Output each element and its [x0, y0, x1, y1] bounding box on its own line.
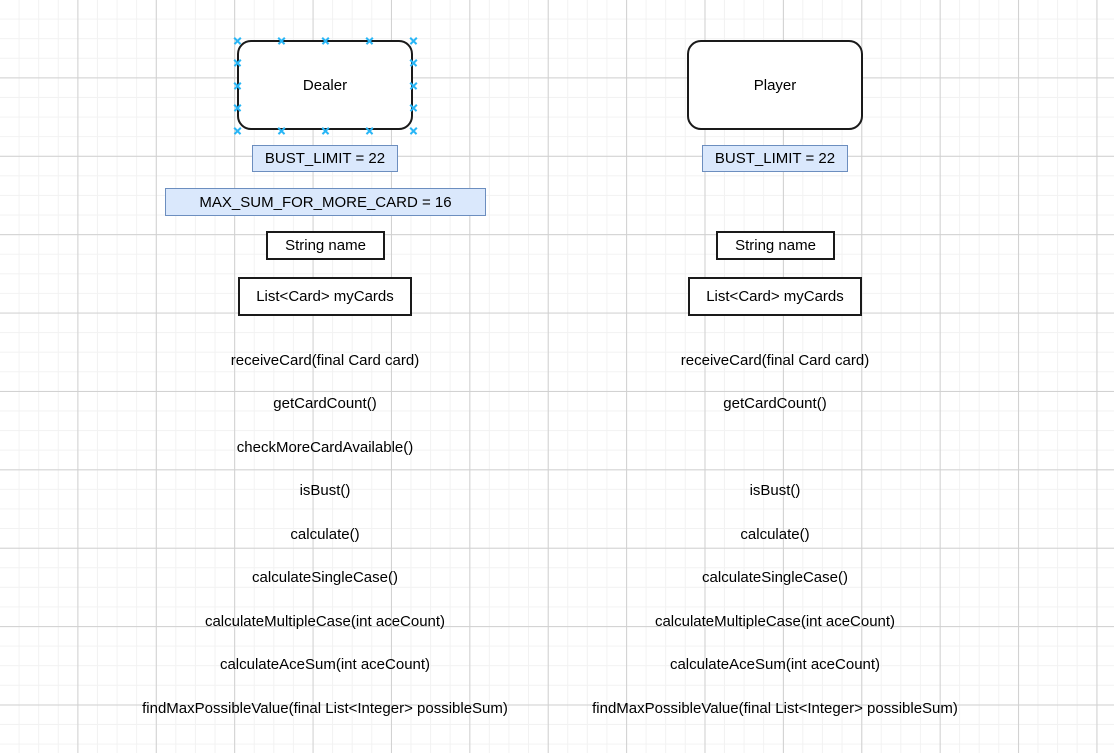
constant-box-dealer-0[interactable]: BUST_LIMIT = 22	[252, 145, 398, 172]
selection-handle[interactable]	[365, 36, 374, 45]
class-name-label: Player	[753, 76, 797, 94]
selection-handle[interactable]	[233, 58, 242, 67]
method-label-player-4[interactable]: calculateSingleCase()	[702, 569, 848, 586]
selection-handle[interactable]	[365, 126, 374, 135]
method-label-dealer-8[interactable]: findMaxPossibleValue(final List<Integer>…	[142, 700, 508, 717]
method-label-player-5[interactable]: calculateMultipleCase(int aceCount)	[654, 613, 896, 630]
method-label-player-0[interactable]: receiveCard(final Card card)	[680, 352, 870, 369]
selection-handle[interactable]	[233, 36, 242, 45]
selection-handle[interactable]	[277, 36, 286, 45]
method-label-player-1[interactable]: getCardCount()	[723, 395, 827, 412]
method-label-dealer-0[interactable]: receiveCard(final Card card)	[230, 352, 420, 369]
field-label: List<Card> myCards	[706, 288, 844, 305]
method-label-player-2[interactable]: isBust()	[749, 482, 801, 499]
field-label: List<Card> myCards	[256, 288, 394, 305]
class-name-label: Dealer	[302, 76, 348, 94]
field-box-dealer-0[interactable]: String name	[266, 231, 385, 260]
method-label-player-6[interactable]: calculateAceSum(int aceCount)	[669, 656, 881, 673]
selection-handle[interactable]	[409, 103, 418, 112]
selection-handle[interactable]	[233, 103, 242, 112]
selection-handle[interactable]	[321, 126, 330, 135]
constant-box-dealer-1[interactable]: MAX_SUM_FOR_MORE_CARD = 16	[165, 188, 486, 216]
method-label-player-7[interactable]: findMaxPossibleValue(final List<Integer>…	[592, 700, 958, 717]
selection-handle[interactable]	[409, 36, 418, 45]
field-label: String name	[285, 237, 366, 254]
method-label-dealer-1[interactable]: getCardCount()	[273, 395, 377, 412]
constant-box-player-0[interactable]: BUST_LIMIT = 22	[702, 145, 848, 172]
selection-handle[interactable]	[409, 58, 418, 67]
field-box-player-0[interactable]: String name	[716, 231, 835, 260]
method-label-dealer-7[interactable]: calculateAceSum(int aceCount)	[219, 656, 431, 673]
selection-handle[interactable]	[409, 81, 418, 90]
field-box-player-1[interactable]: List<Card> myCards	[688, 277, 862, 316]
selection-handle[interactable]	[409, 126, 418, 135]
constant-label: BUST_LIMIT = 22	[264, 150, 386, 167]
method-label-dealer-2[interactable]: checkMoreCardAvailable()	[236, 439, 414, 456]
selection-handle[interactable]	[321, 36, 330, 45]
method-label-dealer-4[interactable]: calculate()	[290, 526, 360, 543]
method-label-dealer-5[interactable]: calculateSingleCase()	[252, 569, 398, 586]
field-label: String name	[735, 237, 816, 254]
field-box-dealer-1[interactable]: List<Card> myCards	[238, 277, 412, 316]
method-label-player-3[interactable]: calculate()	[740, 526, 810, 543]
method-label-dealer-6[interactable]: calculateMultipleCase(int aceCount)	[204, 613, 446, 630]
method-label-dealer-3[interactable]: isBust()	[299, 482, 351, 499]
selection-handle[interactable]	[233, 81, 242, 90]
selection-handle[interactable]	[233, 126, 242, 135]
class-box-dealer[interactable]: Dealer	[237, 40, 413, 130]
constant-label: MAX_SUM_FOR_MORE_CARD = 16	[199, 193, 452, 211]
selection-handle[interactable]	[277, 126, 286, 135]
class-box-player[interactable]: Player	[687, 40, 863, 130]
constant-label: BUST_LIMIT = 22	[714, 150, 836, 167]
